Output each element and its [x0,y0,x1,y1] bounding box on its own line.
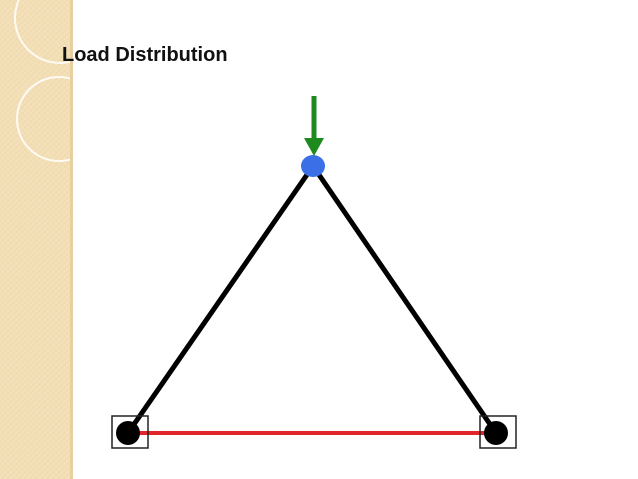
left-support-node [116,421,140,445]
slide-title: Load Distribution [62,44,228,66]
load-arrow [304,96,324,156]
left-support-box [111,415,149,449]
right-support-box [479,415,517,449]
left-member [125,163,316,436]
apex-node [301,155,325,177]
decorative-side-band [0,0,106,479]
right-support-node [484,421,508,445]
band-edge-line [70,0,73,479]
decorative-ring [16,76,102,162]
right-member [310,163,499,436]
